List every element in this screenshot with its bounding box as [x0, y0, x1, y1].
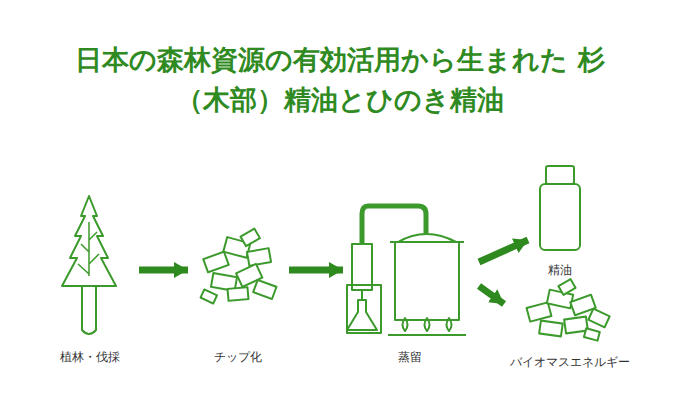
title: 日本の森林資源の有効活用から生まれた 杉（木部）精油とひのき精油 [60, 40, 620, 120]
step-caption: チップ化 [212, 349, 264, 365]
tree-figure [62, 196, 116, 334]
distiller [347, 206, 466, 335]
title-box: 日本の森林資源の有効活用から生まれた 杉（木部）精油とひのき精油 [0, 40, 680, 120]
oil-bottle [540, 166, 580, 250]
flow-arrow [139, 267, 188, 274]
flow-arrow [479, 286, 504, 304]
biomass-chips [527, 279, 610, 340]
process-step: 植林・伐採 [45, 190, 135, 365]
process-step: 蒸留 [345, 200, 475, 365]
wood-chips [201, 229, 277, 304]
step-caption: バイオマスエネルギー [508, 354, 632, 370]
step-caption: 蒸留 [396, 349, 424, 365]
process-step: バイオマスエネルギー [506, 282, 634, 370]
step-caption: 精油 [546, 262, 574, 278]
flow-arrow [289, 267, 343, 274]
process-step: 精油 [530, 160, 590, 278]
process-step: チップ化 [190, 222, 285, 365]
step-caption: 植林・伐採 [58, 349, 122, 365]
flow-arrow [479, 240, 528, 262]
